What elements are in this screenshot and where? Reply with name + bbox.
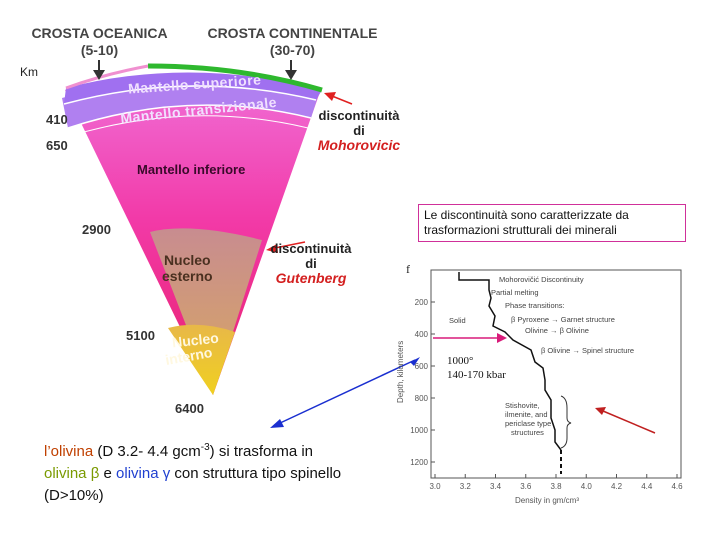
annot-stish-2: ilmenite, and — [505, 410, 548, 419]
caption-sup: -3 — [200, 442, 210, 453]
y-tick-label: 600 — [415, 362, 429, 371]
moho-label-line1: discontinuità — [318, 108, 400, 123]
oceanic-crust-title: CROSTA OCEANICA — [31, 25, 168, 41]
note-temperature: 1000° — [447, 355, 473, 367]
continental-crust-title: CROSTA CONTINENTALE — [207, 25, 378, 41]
note-pressure: 140-170 kbar — [447, 369, 506, 381]
y-tick-label: 1000 — [410, 426, 428, 435]
olivine-caption: l’olivina (D 3.2- 4.4 gcm-3) si trasform… — [44, 437, 344, 507]
magenta-arrow — [433, 333, 507, 343]
outer-core-label-1: Nucleo — [163, 252, 211, 268]
lower-mantle-label: Mantello inferiore — [137, 162, 246, 177]
y-tick-label: 1200 — [410, 458, 428, 467]
info-box: Le discontinuità sono caratterizzate da … — [418, 204, 686, 242]
depth-650: 650 — [46, 138, 68, 153]
density-curve — [458, 272, 562, 451]
inner-core-region — [168, 324, 235, 395]
gutenberg-label: discontinuità di Gutenberg — [260, 241, 362, 286]
x-tick-label: 3.0 — [429, 482, 441, 491]
continental-crust — [147, 63, 323, 93]
outer-core-label-2: esterno — [162, 268, 213, 284]
upper-mantle-region — [64, 72, 322, 104]
x-tick-label: 4.6 — [671, 482, 683, 491]
x-tick-label: 4.2 — [611, 482, 623, 491]
caption-conj: e — [99, 465, 117, 482]
moho-name: Mohorovicic — [317, 137, 401, 153]
caption-part3: ) si trasforma in — [209, 443, 314, 460]
profile-ylabel: Depth, kilometers — [396, 341, 405, 403]
oceanic-crust-range: (5-10) — [80, 42, 119, 58]
y-tick-label: 400 — [415, 330, 429, 339]
annot-spinel: β Olivine → Spinel structure — [541, 346, 634, 355]
depth-5100: 5100 — [126, 328, 155, 343]
stishovite-brace — [560, 395, 572, 449]
depth-6400: 6400 — [175, 401, 204, 416]
x-tick-label: 4.0 — [581, 482, 593, 491]
y-tick-label: 800 — [415, 394, 429, 403]
annot-stish-1: Stishovite, — [505, 401, 540, 410]
annot-partial-melting: Partial melting — [491, 288, 539, 297]
depth-2900: 2900 — [82, 222, 111, 237]
annot-olivine: Olivine → β Olivine — [525, 326, 589, 335]
caption-part4: con struttura tipo spinello (D>10%) — [44, 465, 342, 504]
oceanic-arrow — [93, 60, 105, 80]
continental-arrow — [285, 60, 297, 80]
moho-label-line2: di — [353, 123, 365, 138]
units-label: Km — [20, 65, 38, 79]
y-tick-label: 200 — [415, 298, 429, 307]
x-tick-label: 3.2 — [460, 482, 472, 491]
continental-crust-range: (30-70) — [269, 42, 316, 58]
annot-solid: Solid — [449, 316, 466, 325]
caption-olivine-gamma: olivina γ — [116, 465, 171, 482]
outer-core-label: Nucleo esterno — [162, 252, 213, 284]
density-profile-chart: 200 400 600 800 1000 1200 3.0 3.2 3.4 3.6 3.8 4.0 4… — [396, 269, 683, 505]
annot-moho: Mohorovičić Discontinuity — [499, 275, 584, 284]
red-arrow — [595, 407, 656, 434]
annot-pyroxene: β Pyroxene → Garnet structure — [511, 315, 615, 324]
gutenberg-label-line1: discontinuità — [270, 241, 352, 256]
x-tick-label: 3.8 — [550, 482, 562, 491]
moho-label: discontinuità di Mohorovicic — [306, 108, 412, 153]
gutenberg-arrow — [266, 241, 306, 253]
profile-xlabel: Density in gm/cm³ — [515, 496, 579, 505]
moho-arrow — [324, 92, 353, 105]
caption-olivine-beta: olivina β — [44, 465, 100, 482]
symbol-f: f — [406, 262, 410, 276]
continental-crust-label: CROSTA CONTINENTALE (30-70) — [190, 25, 395, 59]
outer-core-region — [150, 228, 262, 395]
oceanic-crust-label: CROSTA OCEANICA (5-10) — [12, 25, 187, 59]
x-tick-label: 4.4 — [641, 482, 653, 491]
x-tick-label: 3.4 — [490, 482, 502, 491]
caption-part2: (D 3.2- 4.4 gcm — [93, 443, 201, 460]
gutenberg-name: Gutenberg — [275, 270, 347, 286]
x-tick-label: 3.6 — [520, 482, 532, 491]
blue-connector-arrow — [270, 357, 420, 428]
gutenberg-label-line2: di — [305, 256, 317, 271]
annot-stish-3: periclase type — [505, 419, 551, 428]
caption-olivine: l’olivina — [44, 443, 94, 460]
depth-410: 410 — [46, 112, 68, 127]
annot-phase-transitions: Phase transitions: — [505, 301, 565, 310]
annot-stish-4: structures — [511, 428, 544, 437]
